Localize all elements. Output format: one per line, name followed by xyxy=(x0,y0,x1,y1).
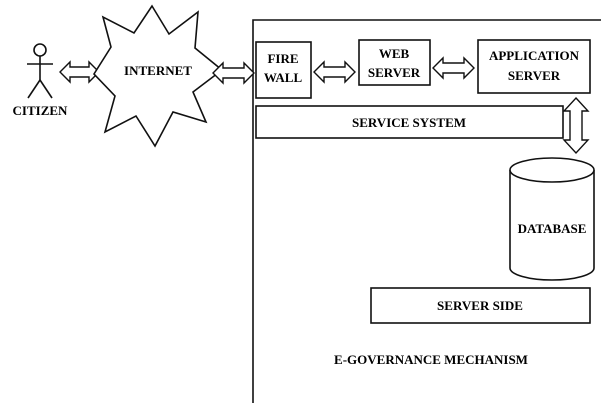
firewall-label-line2: WALL xyxy=(264,70,303,85)
database-label: DATABASE xyxy=(518,221,587,236)
appserver-label-line2: SERVER xyxy=(508,68,561,83)
citizen-figure-icon xyxy=(27,43,53,99)
firewall-webserver-arrow xyxy=(313,60,356,84)
appserver-label-line1: APPLICATION xyxy=(489,48,580,63)
server-side-label: SERVER SIDE xyxy=(437,298,523,313)
webserver-label-line2: SERVER xyxy=(368,65,421,80)
server-side-boundary xyxy=(252,19,601,403)
webserver-label-line1: WEB xyxy=(379,46,410,61)
webserver-box xyxy=(358,39,431,86)
citizen-label: CITIZEN xyxy=(13,103,69,118)
database-cylinder-icon xyxy=(509,157,595,281)
server-side-box xyxy=(370,287,591,324)
webserver-appserver-arrow xyxy=(432,56,475,80)
firewall-box xyxy=(255,41,312,99)
internet-firewall-arrow xyxy=(212,61,255,85)
service-system-box xyxy=(255,105,564,139)
citizen-internet-arrow xyxy=(59,60,100,84)
service-system-label: SERVICE SYSTEM xyxy=(352,115,466,130)
internet-star-shape xyxy=(92,4,224,148)
appserver-database-arrow xyxy=(562,96,590,155)
firewall-label-line1: FIRE xyxy=(267,51,298,66)
mechanism-caption: E-GOVERNANCE MECHANISM xyxy=(334,352,528,367)
appserver-box xyxy=(477,39,591,94)
internet-label: INTERNET xyxy=(124,63,192,78)
